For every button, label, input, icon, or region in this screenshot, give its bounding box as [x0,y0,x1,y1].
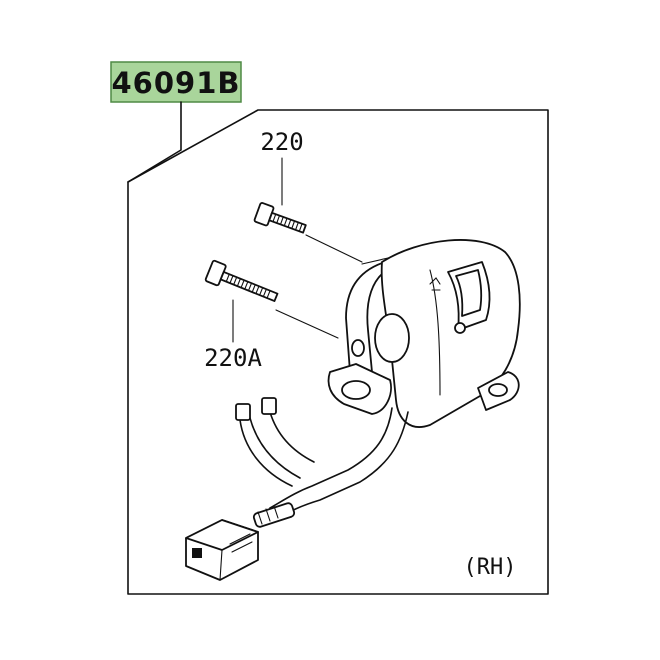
multi-pin-connector [185,519,259,581]
side-note-rh: (RH) [464,555,517,580]
callout-220a-label: 220A [204,344,262,372]
bolt-220a-shank [219,271,279,302]
kill-switch-face [455,269,483,317]
bolt-220-thread [272,213,303,232]
part-number-tag: 46091B [110,61,242,103]
cable-clamp-slot [341,380,371,400]
start-button [454,322,466,334]
bolt-220a-install-line [275,309,339,339]
main-cable-outer-a [275,411,409,521]
handlebar-bore [374,313,410,363]
spade-connector-b-body [261,397,277,415]
connector-top-face [185,519,259,551]
housing-contour [429,269,441,396]
locating-hole [351,339,365,357]
wire-sleeve [252,502,296,528]
branch-wire-c [269,411,315,463]
callout-220: 220 [260,128,304,206]
part-number-highlight [110,61,242,103]
connector-latch [192,548,202,558]
connector-edge [219,549,223,581]
cable-clamp [327,363,392,415]
bolt-220-install-line [305,234,363,263]
wire-sleeve-body [252,502,296,528]
spade-connector-a [235,403,251,421]
branch-wire-b [239,419,293,487]
wire-sleeve-ribs [257,505,279,525]
spade-connector-b [261,397,277,415]
bolt-220a-thread [225,273,271,299]
mounting-tab-hole [488,383,508,397]
connector-ridges [229,533,253,553]
kill-switch-symbol [429,277,441,291]
part-number-leader [127,101,182,183]
part-number-label: 46091B [112,66,241,100]
branch-wire-a [249,417,301,479]
callout-220a: 220A [204,299,262,372]
callout-220-label: 220 [260,128,303,156]
bolt-220a [204,259,279,302]
housing-parting-line [361,257,389,265]
switch-housing [345,239,521,428]
main-cable-outer-b [269,407,393,509]
bolt-220 [253,202,307,234]
spade-connector-a-body [235,403,251,421]
assembly-frame [127,109,549,595]
